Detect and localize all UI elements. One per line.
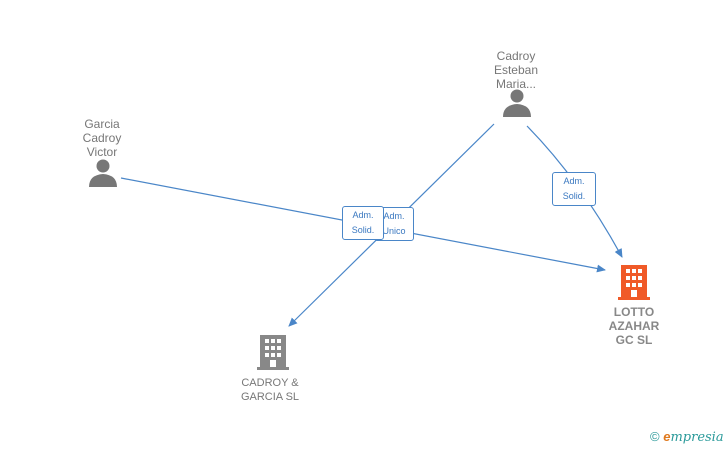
copyright-icon: © <box>650 429 660 444</box>
company-label-cadroy-garcia[interactable]: CADROY &GARCIA SL <box>240 377 300 403</box>
edge-label-adm-solid: Adm.Solid. <box>342 206 384 240</box>
person-icon[interactable] <box>88 158 118 188</box>
brand-logo: © empresia <box>650 429 724 445</box>
person-icon[interactable] <box>502 88 532 118</box>
building-icon[interactable] <box>257 334 289 370</box>
building-icon[interactable] <box>618 264 650 300</box>
edge-label-adm-solid: Adm.Solid. <box>552 172 596 206</box>
